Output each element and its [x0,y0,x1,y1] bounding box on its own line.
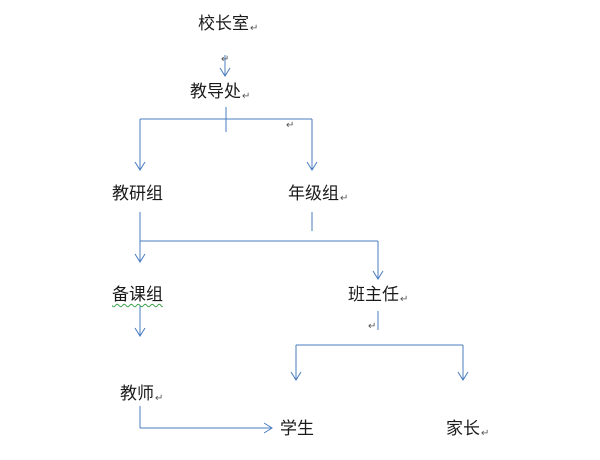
node-teacher: 教师↵ [120,384,163,409]
paragraph-mark-icon: ↵ [242,91,251,102]
node-parent: 家长↵ [446,419,489,444]
paragraph-mark-icon: ↵ [481,428,490,439]
node-teacher-label: 教师 [120,384,154,404]
arrow-head-right-icon [263,422,273,434]
node-student: 学生 [280,419,314,439]
node-head-teacher: 班主任↵ [348,285,408,310]
node-principal-label: 校长室 [198,14,249,34]
arrow-head-down-icon [290,371,302,381]
node-research-group: 教研组 [112,184,163,204]
arrow-head-down-icon [134,327,146,337]
paragraph-mark-icon: ↵ [221,54,230,65]
paragraph-mark-icon: ↵ [250,23,259,34]
paragraph-mark-icon: ↵ [286,120,295,131]
node-principal: 校长室↵ [198,14,258,39]
node-head-teacher-label: 班主任 [348,285,399,305]
arrow-head-down-icon [372,270,384,280]
paragraph-mark-icon: ↵ [400,294,409,305]
paragraph-mark-icon: ↵ [340,193,349,204]
node-parent-label: 家长 [446,419,480,439]
paragraph-mark-icon: ↵ [368,321,377,332]
node-grade-group: 年级组↵ [288,184,348,209]
arrow-head-down-icon [134,253,146,263]
node-grade-group-label: 年级组 [288,184,339,204]
node-research-group-label: 教研组 [112,184,163,204]
arrow-head-down-icon [219,67,231,77]
node-lesson-prep-group-label: 备课组 [112,285,163,305]
node-academic-office-label: 教导处 [190,82,241,102]
node-lesson-prep-group: 备课组 [112,285,163,305]
arrow-head-down-icon [134,161,146,171]
node-student-label: 学生 [280,419,314,439]
paragraph-mark-icon: ↵ [155,393,164,404]
arrow-head-down-icon [306,161,318,171]
node-academic-office: 教导处↵ [190,82,250,107]
arrow-head-down-icon [457,371,469,381]
